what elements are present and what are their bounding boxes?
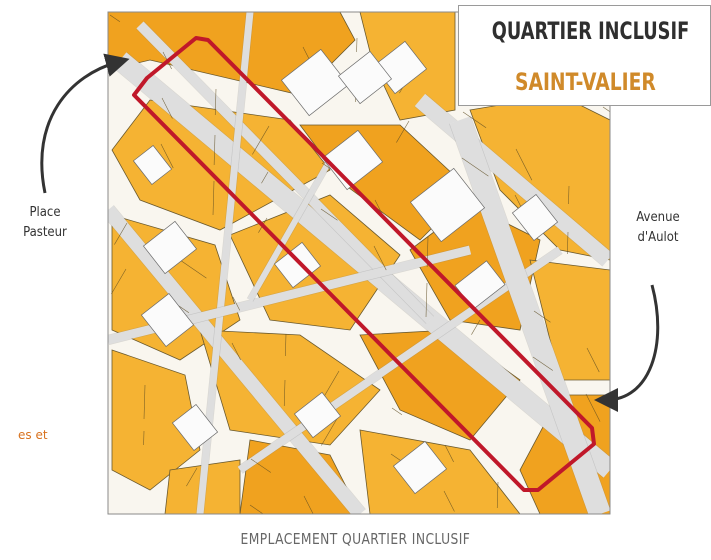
unbuilt-areas <box>132 40 559 495</box>
parcel-boundary <box>532 356 553 371</box>
avenue-aulot-label: Avenue d'Aulot <box>616 208 700 248</box>
parcel-boundary <box>443 490 455 512</box>
parcel-boundary <box>533 310 551 323</box>
parcel-boundary <box>250 458 271 473</box>
parcel-boundary <box>321 416 339 446</box>
parcel-boundary <box>462 111 487 129</box>
parcel-boundary <box>444 444 454 463</box>
parcel-boundary <box>567 231 569 254</box>
parcel-boundary <box>324 370 340 397</box>
road <box>108 205 366 514</box>
parcel-boundary <box>602 106 610 113</box>
parcel-boundary <box>232 296 241 311</box>
parcel-boundary <box>396 120 410 143</box>
parcel-boundary <box>213 134 216 165</box>
parcel-block <box>529 259 610 381</box>
parcel-boundary <box>109 14 121 23</box>
parcel-boundary <box>391 407 403 416</box>
parcel-boundary <box>471 319 481 335</box>
road-edge <box>449 116 610 514</box>
parcel-boundary <box>425 282 428 317</box>
unbuilt-plot <box>142 220 198 275</box>
parcel-boundary <box>252 125 270 155</box>
road <box>237 246 563 474</box>
unbuilt-plot <box>392 440 448 495</box>
parcel-grid <box>109 14 610 514</box>
unbuilt-plot <box>337 50 393 105</box>
parcel-boundary <box>515 148 533 181</box>
avenue-aulot-arrow-icon <box>594 284 660 412</box>
parcel-boundary <box>373 245 387 271</box>
map-frame <box>107 11 611 515</box>
parcel-boundary <box>261 171 269 184</box>
parcel-boundary <box>214 88 217 115</box>
avenue-aulot-line2: d'Aulot <box>637 230 679 245</box>
avenue-aulot-line1: Avenue <box>636 210 680 225</box>
road <box>449 116 610 514</box>
parcel-boundary <box>161 97 173 119</box>
title-saint-valier: SAINT-VALIER <box>514 68 656 96</box>
highlight-zone <box>132 36 596 492</box>
road-edge <box>108 205 366 514</box>
parcel-boundary <box>320 208 338 221</box>
parcel-boundary <box>186 467 198 487</box>
parcel-boundary <box>143 384 146 419</box>
parcel-boundary <box>461 157 489 177</box>
road <box>113 52 610 478</box>
parcel-boundary <box>496 481 499 508</box>
parcel-boundary <box>586 347 600 373</box>
title-box: QUARTIER INCLUSIF SAINT-VALIER <box>458 5 711 106</box>
parcel-boundary <box>231 342 241 361</box>
road <box>247 158 333 302</box>
parcel-boundary <box>249 504 264 514</box>
unbuilt-plot <box>409 167 486 243</box>
place-pasteur-arrow-icon <box>40 53 130 194</box>
parcel-boundary <box>285 333 287 356</box>
place-pasteur-line1: Place <box>29 205 61 220</box>
road-edge <box>113 51 610 479</box>
title-quartier-inclusif: QUARTIER INCLUSIF <box>491 17 690 45</box>
parcel-boundary <box>568 185 570 205</box>
parcel-boundary <box>212 180 215 215</box>
parcel-boundary <box>179 259 207 279</box>
unbuilt-plot <box>132 144 173 186</box>
parcel-boundary <box>303 495 314 514</box>
road-network <box>108 12 610 514</box>
map-caption: EMPLACEMENT QUARTIER INCLUSIF <box>240 530 471 548</box>
unbuilt-plot <box>140 292 195 348</box>
parcel-boundary <box>178 305 190 314</box>
partial-text-fragment: es et <box>18 428 48 442</box>
unbuilt-plot <box>280 48 350 117</box>
road-edge <box>237 246 563 474</box>
unbuilt-plot <box>171 403 219 452</box>
unbuilt-plot <box>321 129 384 191</box>
unbuilt-plot <box>511 193 559 242</box>
unbuilt-plot <box>293 391 342 439</box>
parcel-boundary <box>114 222 128 245</box>
road-edge <box>246 158 334 302</box>
place-pasteur-label: Place Pasteur <box>12 203 78 243</box>
parcel-boundary <box>283 379 286 406</box>
parcel-boundary <box>585 393 601 422</box>
place-pasteur-line2: Pasteur <box>23 225 67 240</box>
parcel-boundary <box>111 268 127 295</box>
parcel-boundary <box>160 143 174 169</box>
